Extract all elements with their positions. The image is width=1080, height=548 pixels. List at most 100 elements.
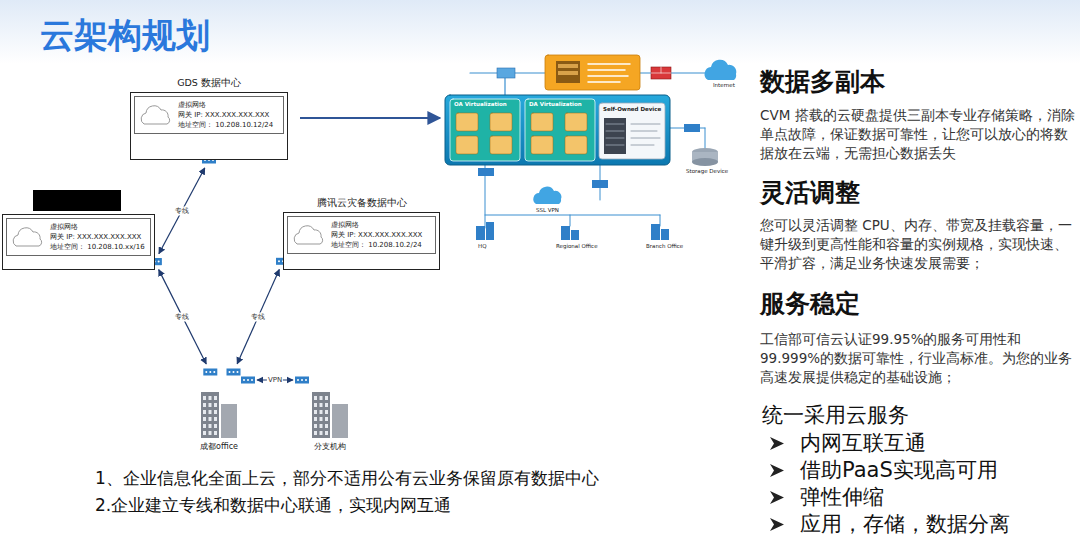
illustration-part bbox=[531, 136, 553, 154]
switch-port bbox=[233, 371, 235, 373]
window bbox=[325, 431, 328, 435]
window bbox=[320, 431, 323, 435]
window bbox=[209, 403, 212, 407]
office-building: 成都office bbox=[190, 372, 248, 452]
window bbox=[325, 424, 328, 428]
cloud-icon bbox=[291, 222, 327, 248]
note-line: 1、企业信息化全面上云，部分不适用公有云业务保留原有数据中心 bbox=[95, 466, 599, 490]
window bbox=[314, 417, 317, 421]
window bbox=[209, 417, 212, 421]
illustration-part bbox=[770, 518, 784, 531]
illustration-part bbox=[490, 113, 512, 131]
window bbox=[325, 417, 328, 421]
illustration-part bbox=[684, 124, 700, 132]
illustration-part bbox=[705, 128, 706, 150]
bullet-arrows bbox=[770, 437, 784, 531]
window bbox=[209, 431, 212, 435]
link-label: 专线 bbox=[174, 206, 190, 215]
switch-body bbox=[241, 377, 255, 384]
switch-port bbox=[297, 379, 299, 381]
bullet-item: 应用，存储，数据分离 bbox=[800, 511, 1010, 538]
switch-body bbox=[295, 377, 309, 384]
inner-frame: 虚拟网络网关 IP: XXX.XXX.XXX.XXX地址空间： 10.208.1… bbox=[287, 216, 436, 254]
network-box: 虚拟网络网关 IP: XXX.XXX.XXX.XXX地址空间： 10.208.1… bbox=[2, 214, 155, 270]
window bbox=[314, 424, 317, 428]
illustration-part bbox=[631, 124, 660, 125]
cloud-icon bbox=[138, 102, 174, 128]
switch-icon bbox=[241, 377, 255, 384]
switch-port bbox=[229, 371, 231, 373]
window bbox=[209, 410, 212, 414]
illustration-part bbox=[692, 158, 718, 166]
window bbox=[214, 396, 217, 400]
switch-port bbox=[301, 379, 303, 381]
illustration-part bbox=[661, 67, 662, 73]
section-body: CVM 搭载的云硬盘提供三副本专业存储策略，消除单点故障，保证数据可靠性，让您可… bbox=[760, 106, 1076, 163]
window bbox=[203, 424, 206, 428]
illustration-part bbox=[599, 103, 665, 159]
network-details: 虚拟网络网关 IP: XXX.XXX.XXX.XXX地址空间： 10.208.1… bbox=[50, 222, 145, 252]
switch-icon bbox=[227, 369, 241, 376]
illustration-part bbox=[558, 64, 578, 68]
network-details: 虚拟网络网关 IP: XXX.XXX.XXX.XXX地址空间： 10.208.1… bbox=[331, 220, 422, 250]
illustration-part bbox=[533, 187, 561, 204]
tower bbox=[332, 404, 348, 438]
window bbox=[214, 417, 217, 421]
window bbox=[320, 417, 323, 421]
illustration-part bbox=[456, 113, 478, 131]
window bbox=[314, 431, 317, 435]
switch-port bbox=[158, 261, 160, 263]
bullet-item: 借助PaaS实现高可用 bbox=[800, 457, 998, 484]
window bbox=[320, 403, 323, 407]
redaction-block bbox=[33, 190, 121, 211]
cloud-outline bbox=[294, 226, 323, 244]
illustration-label: Storage Device bbox=[686, 168, 728, 175]
switch-icon bbox=[203, 369, 217, 376]
window bbox=[209, 424, 212, 428]
link-line bbox=[159, 270, 207, 364]
network-box: GDS 数据中心虚拟网络网关 IP: XXX.XXX.XXX.XXX地址空间： … bbox=[130, 92, 288, 160]
note-line: 2.企业建立专线和数据中心联通，实现内网互通 bbox=[95, 493, 451, 517]
illustration-part bbox=[570, 215, 571, 226]
illustration-label: OA Virtualization bbox=[454, 101, 507, 108]
window bbox=[203, 396, 206, 400]
window bbox=[214, 403, 217, 407]
site-name: 分支机构 bbox=[314, 441, 346, 452]
window bbox=[314, 396, 317, 400]
illustration-part bbox=[456, 113, 587, 154]
window bbox=[203, 431, 206, 435]
network-detail: 地址空间： 10.208.10.2/24 bbox=[331, 240, 422, 250]
illustration-label: Branch Office bbox=[646, 243, 683, 250]
illustration-part bbox=[588, 81, 620, 83]
cloud-icon bbox=[10, 224, 46, 250]
tower bbox=[312, 392, 330, 438]
window bbox=[314, 410, 317, 414]
network-illustration bbox=[445, 55, 736, 240]
window bbox=[314, 403, 317, 407]
illustration-label: DA Virtualization bbox=[529, 101, 582, 108]
section-heading: 服务稳定 bbox=[760, 288, 860, 320]
illustration-part bbox=[476, 226, 485, 240]
office-building: 分支机构 bbox=[302, 372, 358, 452]
header-band bbox=[0, 0, 1080, 64]
illustration-part bbox=[606, 145, 624, 146]
slide-title: 云架构规划 bbox=[40, 14, 210, 56]
switch-port bbox=[205, 371, 207, 373]
site-name: 成都office bbox=[200, 441, 238, 452]
building-icon bbox=[199, 384, 239, 438]
illustration-part bbox=[592, 180, 608, 188]
illustration-part bbox=[571, 230, 579, 240]
switch-port bbox=[243, 379, 245, 381]
illustration-label: Regional Office bbox=[556, 243, 598, 250]
switch-port bbox=[251, 379, 253, 381]
bullet-item: 内网互联互通 bbox=[800, 430, 926, 457]
illustration-part bbox=[490, 136, 512, 154]
migration-arrow bbox=[300, 117, 440, 119]
inner-frame: 虚拟网络网关 IP: XXX.XXX.XXX.XXX地址空间： 10.208.1… bbox=[6, 218, 151, 256]
network-box: 腾讯云灾备数据中心虚拟网络网关 IP: XXX.XXX.XXX.XXX地址空间：… bbox=[283, 212, 440, 270]
illustration-part bbox=[558, 71, 578, 75]
list-heading: 统一采用云服务 bbox=[762, 402, 909, 429]
illustration-part bbox=[478, 168, 494, 176]
link-line bbox=[237, 270, 279, 364]
